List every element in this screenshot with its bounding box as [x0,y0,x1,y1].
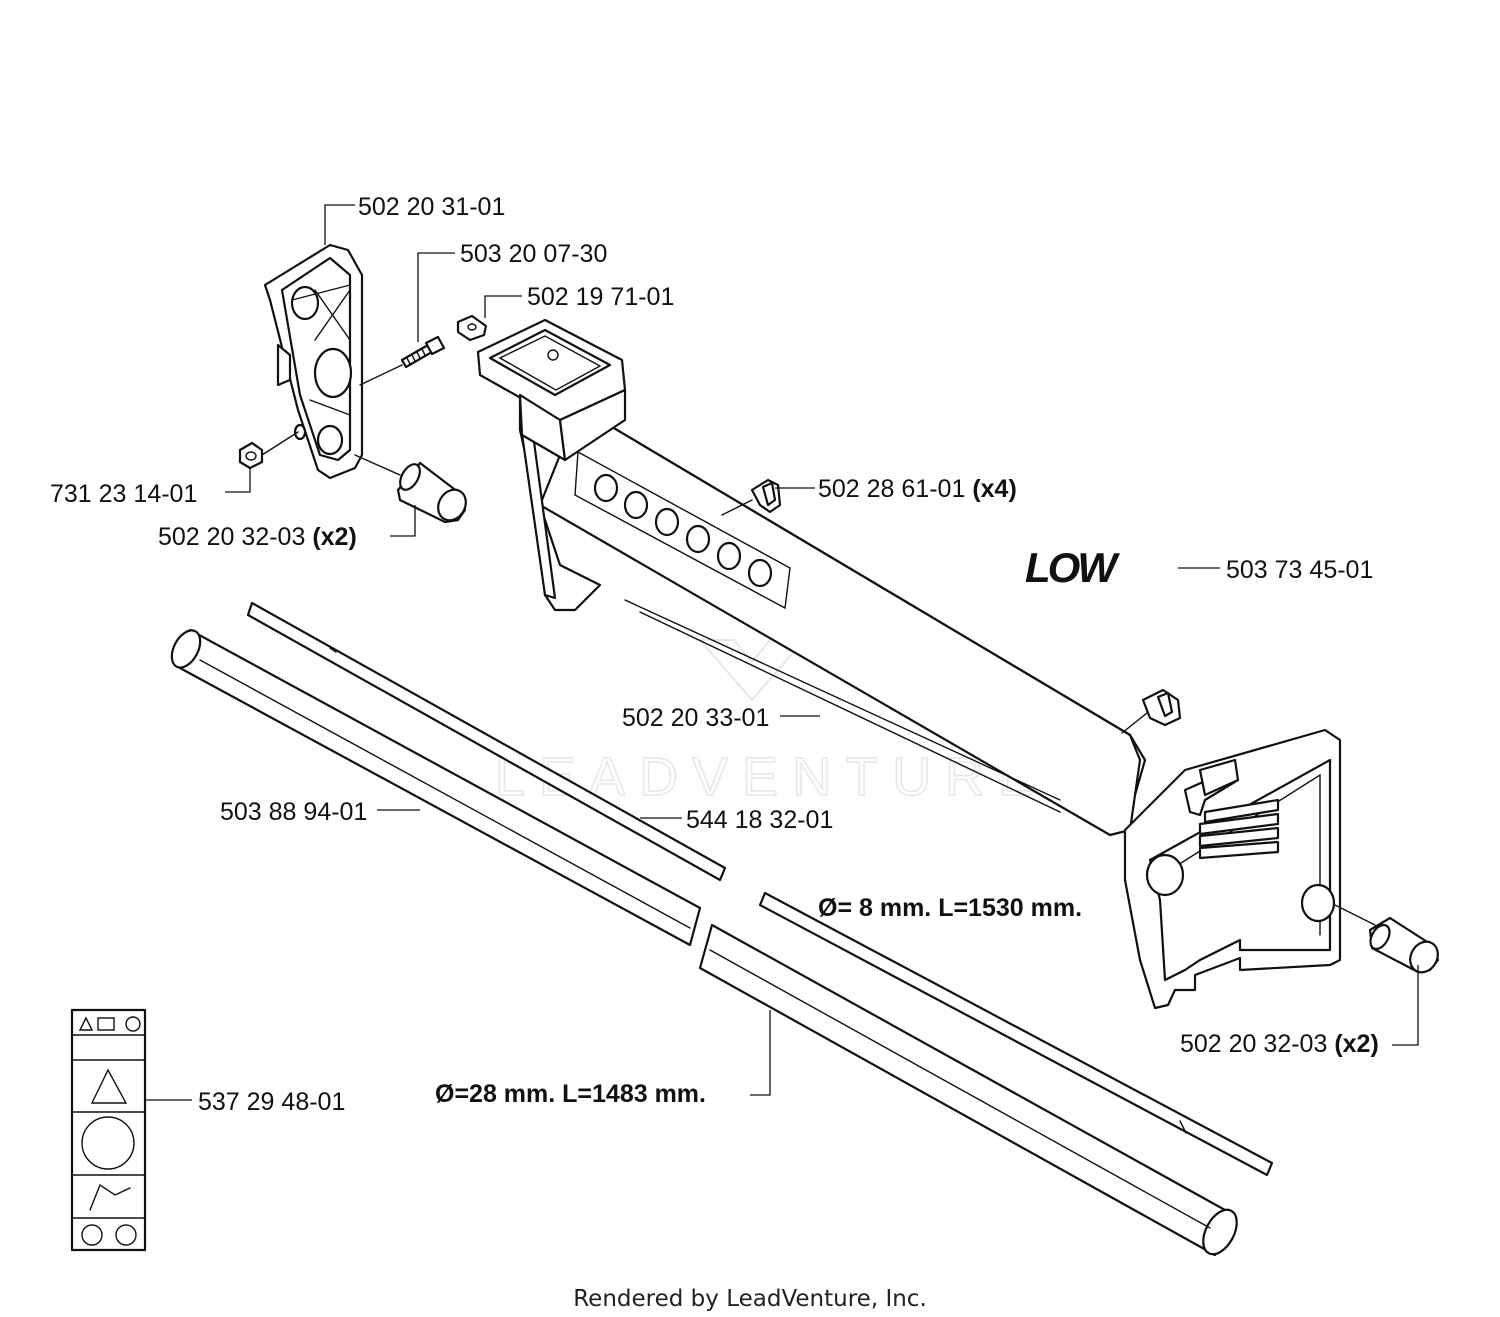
grip-cap-right [1334,904,1440,974]
screw [359,335,446,386]
warning-decal [70,1008,147,1252]
drive-shaft-upper [246,601,727,882]
vent-holes [593,473,773,588]
drive-shaft-lower [758,891,1274,1177]
tube-lower-segment [698,923,1238,1257]
square-nut [456,314,488,342]
label-shaft-dimensions: Ø= 8 mm. L=1530 mm. [818,894,1082,922]
cable-clip [721,478,782,516]
label-grip-cap-right: 502 20 32-03 (x2) [1180,1030,1379,1058]
handle [263,243,364,480]
label-tube: 503 88 94-01 [220,798,367,826]
grip-cap-left [354,454,467,524]
label-grip-cap-left: 502 20 32-03 (x2) [158,523,357,551]
label-screw: 503 20 07-30 [460,240,607,268]
tube-upper-segment [170,628,702,947]
footer-credit: Rendered by LeadVenture, Inc. [573,1286,927,1312]
low-decal-text: LOW [1025,544,1120,591]
label-handle: 502 20 31-01 [358,193,505,221]
label-lower-tube-housing: 502 20 33-01 [622,704,769,732]
leader-lines [145,204,1419,1101]
label-square-nut: 502 19 71-01 [527,283,674,311]
hex-nut [238,431,299,470]
low-decal: LOW [1025,544,1123,591]
lower-tube-housing [476,318,1342,1010]
cable-clip-2 [1121,688,1182,734]
label-tube-dimensions: Ø=28 mm. L=1483 mm. [435,1080,706,1108]
label-warning-decal: 537 29 48-01 [198,1088,345,1116]
label-drive-shaft: 544 18 32-01 [686,806,833,834]
label-cable-clip: 502 28 61-01 (x4) [818,475,1017,503]
label-low-decal: 503 73 45-01 [1226,556,1373,584]
label-hex-nut: 731 23 14-01 [50,480,197,508]
